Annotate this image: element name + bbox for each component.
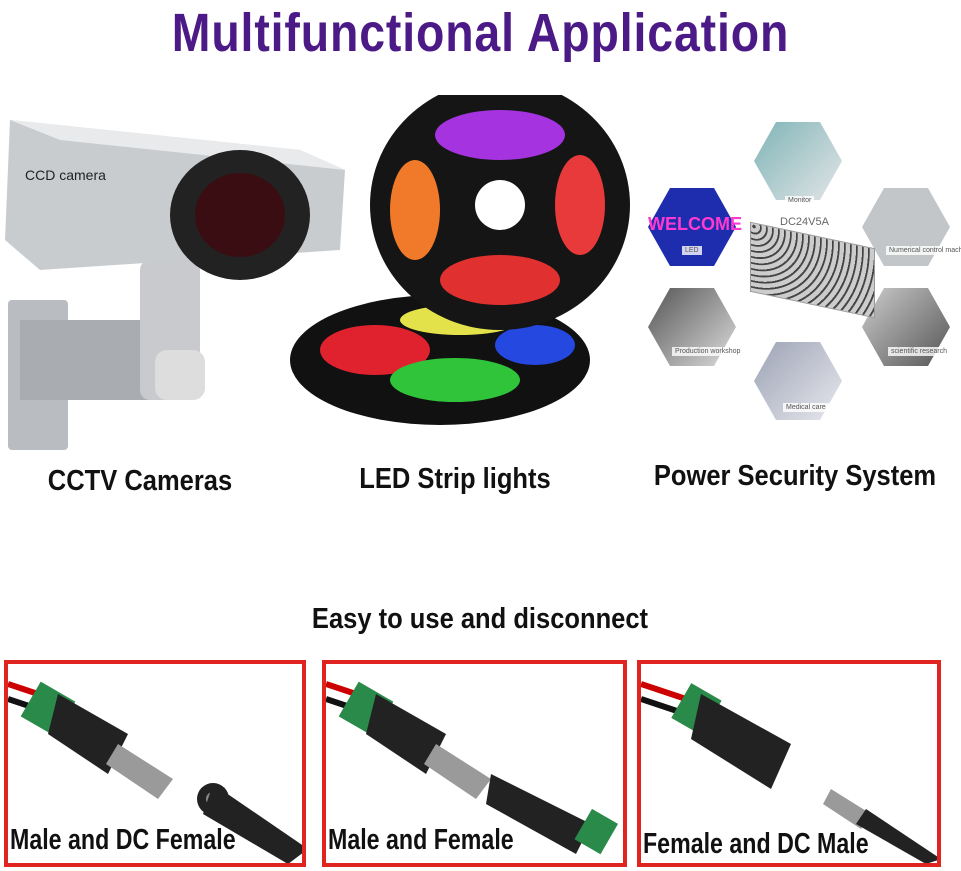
page-title: Multifunctional Application	[171, 3, 790, 63]
connector-label-1: Male and DC Female	[10, 824, 236, 856]
cctv-camera-image: CCD camera	[0, 80, 350, 450]
power-security-diagram: Monitor Numerical control machine Produc…	[640, 110, 961, 430]
caption-power-security: Power Security System	[653, 460, 937, 492]
led-strip-image	[285, 80, 645, 435]
connector-panel-1: Male and DC Female	[4, 660, 306, 867]
connector-image	[641, 681, 937, 863]
led-sign-text: WELCOME	[648, 214, 742, 234]
caption-cctv: CCTV Cameras	[47, 465, 233, 497]
hex-label-medical: Medical care	[783, 403, 829, 412]
hex-label-led: LED	[682, 246, 702, 255]
connector-image	[326, 681, 618, 855]
power-supply-model: DC24V5A	[780, 216, 829, 228]
connector-label-2: Male and Female	[328, 824, 514, 856]
hex-label-production: Production workshop	[672, 347, 744, 356]
connector-panel-3: Female and DC Male	[637, 660, 941, 867]
caption-led-strip: LED Strip lights	[359, 463, 551, 495]
power-supply-image	[750, 221, 875, 319]
connector-panel-2: Male and Female	[322, 660, 627, 867]
subtitle: Easy to use and disconnect	[311, 603, 649, 635]
hex-label-research: scientific research	[888, 347, 951, 356]
hex-label-monitor: Monitor	[785, 196, 815, 205]
hex-label-numerical: Numerical control machine	[886, 246, 961, 255]
connector-label-3: Female and DC Male	[643, 828, 869, 860]
camera-brand-text: CCD camera	[25, 167, 106, 183]
connector-image	[8, 681, 302, 863]
